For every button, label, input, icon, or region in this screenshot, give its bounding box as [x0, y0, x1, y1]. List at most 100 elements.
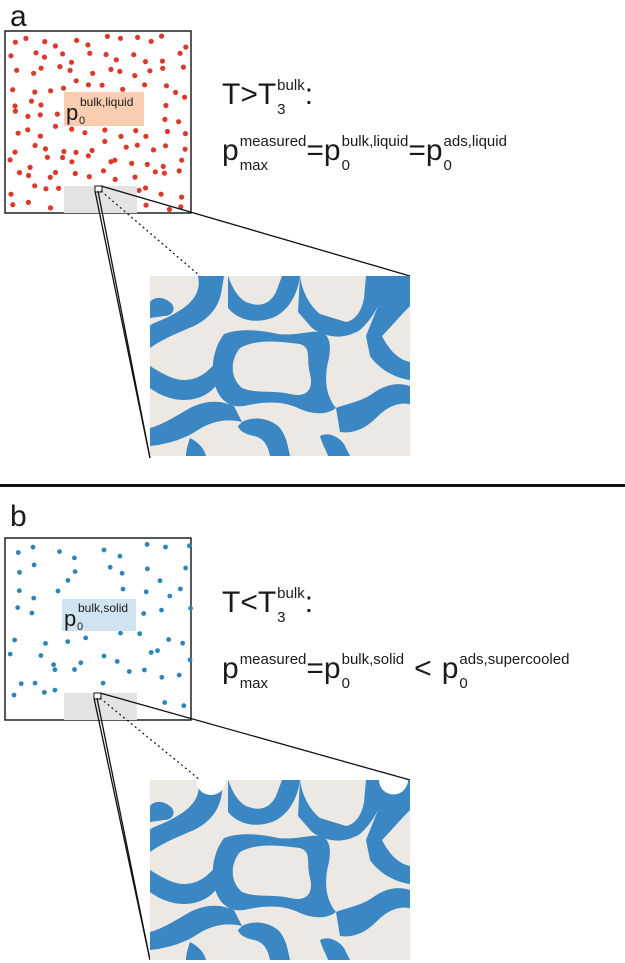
bulk-label-background	[64, 92, 144, 126]
eq-term-2: p	[323, 134, 341, 167]
molecule-dot	[102, 127, 108, 133]
eq-term-3-sub: 0	[459, 674, 468, 692]
molecule-dot	[163, 83, 170, 89]
molecule-dot	[176, 119, 182, 125]
molecule-dot	[126, 669, 132, 674]
molecule-dot	[161, 170, 167, 176]
eq-term-2-sub: 0	[341, 156, 350, 174]
eq-term-1-sup: measured	[239, 133, 307, 150]
eq-term-1: p	[222, 134, 239, 167]
molecule-dot	[85, 82, 91, 88]
molecule-dot	[32, 680, 38, 686]
zoom-line-dotted	[100, 190, 201, 277]
molecule-dot	[183, 44, 189, 50]
eq-term-1-sub: max	[239, 156, 269, 174]
molecule-dot	[12, 637, 17, 643]
molecule-dot	[118, 630, 123, 636]
molecule-dot	[104, 33, 110, 40]
molecule-dot	[82, 130, 88, 136]
molecule-dot	[155, 648, 160, 654]
molecule-dot	[68, 59, 75, 65]
molecule-dot	[108, 159, 114, 165]
molecule-dot	[148, 38, 154, 44]
molecule-dot	[117, 35, 124, 41]
molecule-dot	[160, 65, 166, 71]
molecule-dot	[12, 149, 18, 155]
panel-divider	[0, 484, 625, 487]
panel-a-diagram: p 0 bulk,liquid	[4, 30, 411, 459]
molecule-dot	[123, 144, 129, 150]
pore-channels	[150, 780, 410, 960]
molecule-dot	[150, 147, 157, 153]
molecule-dot	[15, 130, 21, 136]
molecule-dot	[131, 52, 137, 58]
molecule-dot	[12, 103, 18, 109]
molecule-dot	[176, 168, 182, 174]
eq-term-2-sup: bulk,solid	[341, 651, 405, 668]
zoom-line	[100, 185, 411, 277]
molecule-dot	[15, 550, 21, 555]
eq-operator-2: =	[408, 134, 426, 167]
molecule-dot	[10, 202, 16, 208]
molecule-dot	[52, 687, 58, 693]
molecule-dot	[31, 562, 37, 568]
molecule-dot	[74, 37, 80, 44]
bulk-label-sub: 0	[79, 115, 85, 127]
molecule-dot	[144, 161, 150, 167]
eq-operator-1: =	[306, 134, 324, 167]
molecule-dot	[182, 146, 188, 152]
molecule-dot	[26, 172, 32, 179]
condition-sub: 3	[277, 608, 286, 626]
molecule-dot	[187, 543, 192, 549]
molecule-dot	[159, 607, 164, 613]
molecule-dot	[166, 637, 172, 642]
molecule-dot	[69, 159, 75, 165]
molecule-dot	[102, 138, 108, 144]
molecule-dot	[158, 191, 164, 197]
molecule-dot	[56, 185, 62, 191]
molecule-dot	[142, 667, 147, 673]
molecule-dot	[120, 86, 126, 92]
molecule-dot	[113, 57, 119, 63]
molecule-dot	[10, 87, 16, 93]
molecule-dot	[141, 611, 147, 616]
molecule-dot	[132, 174, 138, 180]
molecule-dot	[42, 146, 49, 152]
solid-molecules	[7, 542, 194, 709]
molecule-dot	[163, 544, 168, 550]
molecule-dot	[89, 147, 95, 154]
molecule-dot	[117, 553, 123, 559]
molecule-dot	[143, 133, 149, 139]
molecule-dot	[90, 70, 96, 76]
bulk-label-background	[62, 599, 136, 631]
molecule-dot	[60, 85, 67, 91]
eq-term-1-sup: measured	[239, 651, 307, 668]
molecule-dot	[41, 54, 48, 60]
molecule-dot	[179, 194, 185, 200]
molecule-dot	[32, 89, 38, 95]
pore-channels	[150, 276, 410, 456]
molecule-dot	[178, 586, 183, 592]
molecule-dot	[101, 547, 107, 553]
molecule-dot	[29, 610, 35, 616]
molecule-dot	[52, 123, 59, 129]
molecule-dot	[152, 169, 158, 175]
molecule-dot	[57, 64, 63, 70]
molecule-dot	[52, 169, 59, 176]
molecule-dot	[182, 94, 188, 100]
panel-b: b p 0 bulk,solid	[0, 482, 625, 963]
molecule-dot	[28, 98, 35, 104]
molecule-dot	[132, 73, 138, 79]
molecule-dot	[25, 199, 31, 205]
molecule-dot	[188, 605, 194, 611]
molecule-dot	[143, 589, 149, 595]
molecule-dot	[37, 112, 43, 118]
molecule-dot	[187, 657, 193, 663]
molecule-dot	[65, 639, 71, 644]
molecule-dot	[12, 108, 18, 114]
bulk-label-p: p	[66, 100, 78, 125]
molecule-dot	[23, 35, 29, 42]
molecule-dot	[43, 641, 48, 646]
molecule-dot	[7, 157, 13, 163]
